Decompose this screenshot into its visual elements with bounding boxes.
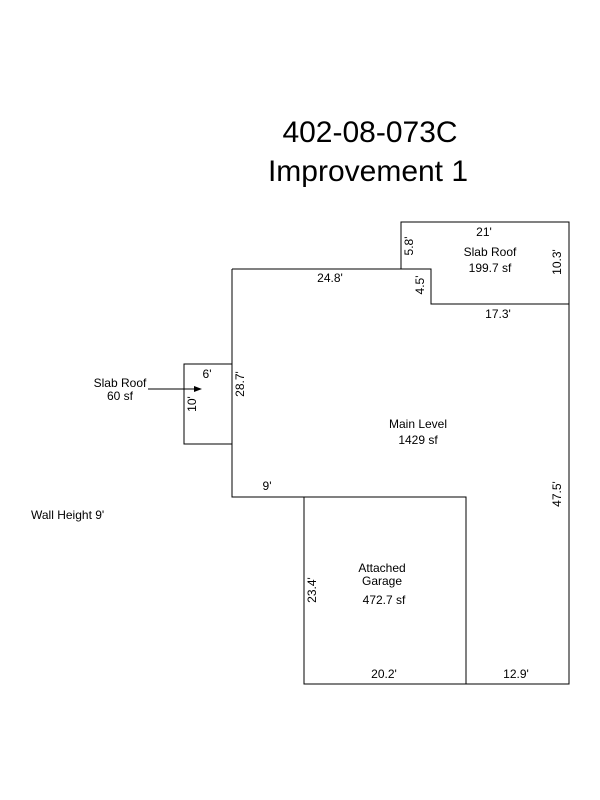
garage-name-line2: Garage (362, 574, 402, 588)
dim-bottom-12-9: 12.9' (503, 667, 529, 681)
dim-inner-17-3: 17.3' (485, 307, 511, 321)
slab-roof-pointer-arrowhead (194, 386, 202, 392)
wall-height-label: Wall Height 9' (31, 508, 104, 522)
garage-name-line1: Attached (358, 561, 405, 575)
dim-right-47-5: 47.5' (550, 481, 564, 507)
dim-left-5-8: 5.8' (402, 237, 416, 256)
garage-area: 472.7 sf (363, 593, 406, 607)
dim-top-24-8: 24.8' (317, 271, 343, 285)
parcel-id-title: 402-08-073C (282, 116, 457, 149)
slab-roof-top-name: Slab Roof (464, 245, 517, 259)
main-level-outline (231, 268, 570, 685)
dim-right-10-3: 10.3' (550, 249, 564, 275)
dim-small-10: 10' (185, 396, 199, 412)
dim-garage-23-4: 23.4' (305, 577, 319, 603)
dim-inner-4-5: 4.5' (413, 276, 427, 295)
garage-outline (303, 496, 467, 685)
slab-roof-left-name: Slab Roof (94, 376, 147, 390)
dim-left-28-7: 28.7' (233, 371, 247, 397)
slab-roof-top-area: 199.7 sf (469, 261, 512, 275)
dim-top-21: 21' (476, 225, 492, 239)
main-level-name: Main Level (389, 417, 447, 431)
main-level-area: 1429 sf (398, 433, 438, 447)
slab-roof-left-area: 60 sf (107, 389, 134, 403)
slab-roof-left-outline (183, 363, 233, 445)
dim-garage-20-2: 20.2' (371, 667, 397, 681)
dim-small-6: 6' (203, 367, 212, 381)
slab-roof-top-outline (400, 221, 570, 304)
improvement-title: Improvement 1 (268, 155, 468, 188)
dim-step-9: 9' (263, 479, 272, 493)
